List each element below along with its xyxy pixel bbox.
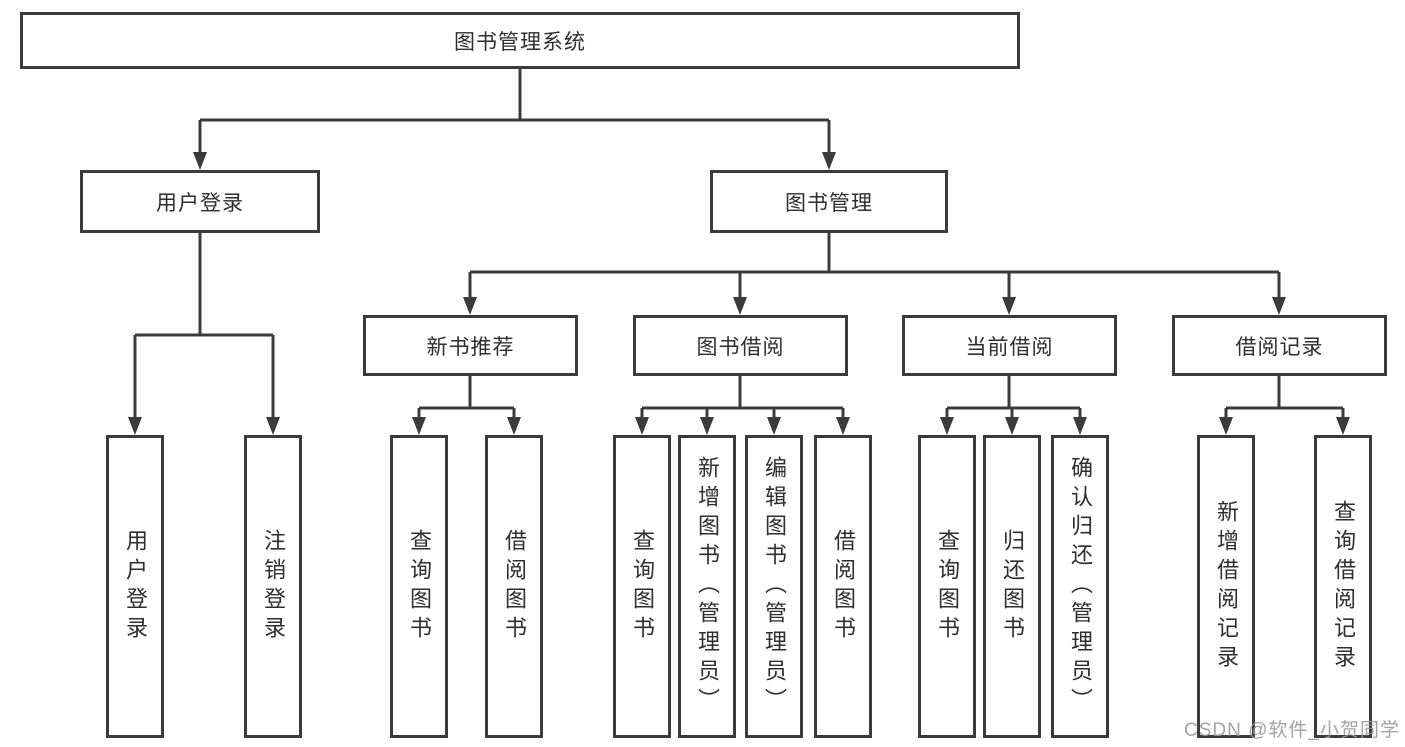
node-label: 新增借阅记录 [1214,499,1239,674]
node-query-books: 查询图书 [390,435,448,738]
node-confirm-return-admin: 确认归还（管理员） [1051,435,1109,738]
connector-userlogin-to-leaves [133,232,275,420]
node-label: 图书管理 [785,191,873,215]
node-book-management: 图书管理 [710,170,948,233]
node-borrow-books: 借阅图书 [485,435,543,738]
node-edit-books-admin: 编辑图书（管理员） [745,435,803,738]
node-borrowing-records: 借阅记录 [1172,315,1387,376]
node-add-borrow-record: 新增借阅记录 [1197,435,1255,738]
node-label: 借阅图书 [502,528,527,645]
arrow-icon [700,417,714,435]
node-user-login: 用户登录 [80,170,320,233]
node-label: 归还图书 [1000,528,1025,645]
node-book-management-system: 图书管理系统 [20,12,1020,69]
arrow-icon [507,417,521,435]
arrow-icon [733,297,747,315]
node-label: 编辑图书（管理员） [762,456,787,717]
arrow-icon [836,417,850,435]
arrow-icon [635,417,649,435]
arrow-icon [1219,417,1233,435]
connector-records-to-leaves [1224,375,1345,420]
arrow-icon [412,417,426,435]
csdn-watermark: CSDN @软件_小贺同学 [1184,720,1400,741]
connector-bookborrow-to-leaves [640,375,845,420]
node-label: 查询图书 [407,528,432,645]
node-label: 查询图书 [935,528,960,645]
arrow-icon [767,417,781,435]
node-label: 用户登录 [123,528,148,645]
node-label: 图书借阅 [696,335,785,359]
node-new-book-recommendation: 新书推荐 [363,315,578,376]
node-add-books-admin: 新增图书（管理员） [678,435,736,738]
arrow-icon [266,417,280,435]
node-return-books: 归还图书 [983,435,1041,738]
node-leaf-logout: 注销登录 [244,435,302,738]
node-label: 当前借阅 [965,335,1054,359]
arrow-icon [463,297,477,315]
node-query-books: 查询图书 [613,435,671,738]
node-query-borrow-record: 查询借阅记录 [1314,435,1372,738]
arrow-icon [1073,417,1087,435]
node-book-borrowing: 图书借阅 [633,315,848,376]
connector-bookmgmt-to-level3 [468,232,1281,300]
node-label: 查询图书 [630,528,655,645]
node-label: 查询借阅记录 [1331,499,1356,674]
connector-currentborrow-to-leaves [945,375,1082,420]
node-label: 新书推荐 [426,335,515,359]
node-label: 新增图书（管理员） [695,456,720,717]
node-leaf-user-login: 用户登录 [106,435,164,738]
arrow-icon [940,417,954,435]
node-label: 借阅记录 [1235,335,1324,359]
node-label: 注销登录 [261,528,286,645]
node-label: 用户登录 [156,191,244,215]
arrow-icon [1002,297,1016,315]
arrow-icon [1005,417,1019,435]
node-query-books: 查询图书 [918,435,976,738]
connector-root-to-level2 [198,68,831,155]
node-label: 借阅图书 [831,528,856,645]
arrow-icon [1272,297,1286,315]
node-current-borrowing: 当前借阅 [902,315,1117,376]
node-label: 图书管理系统 [454,30,586,54]
arrow-icon [193,152,207,170]
arrow-icon [1336,417,1350,435]
arrow-icon [128,417,142,435]
arrow-icon [822,152,836,170]
node-label: 确认归还（管理员） [1068,456,1093,717]
node-borrow-books: 借阅图书 [814,435,872,738]
connector-newbook-to-leaves [417,375,516,420]
arrowheads [128,152,1350,435]
